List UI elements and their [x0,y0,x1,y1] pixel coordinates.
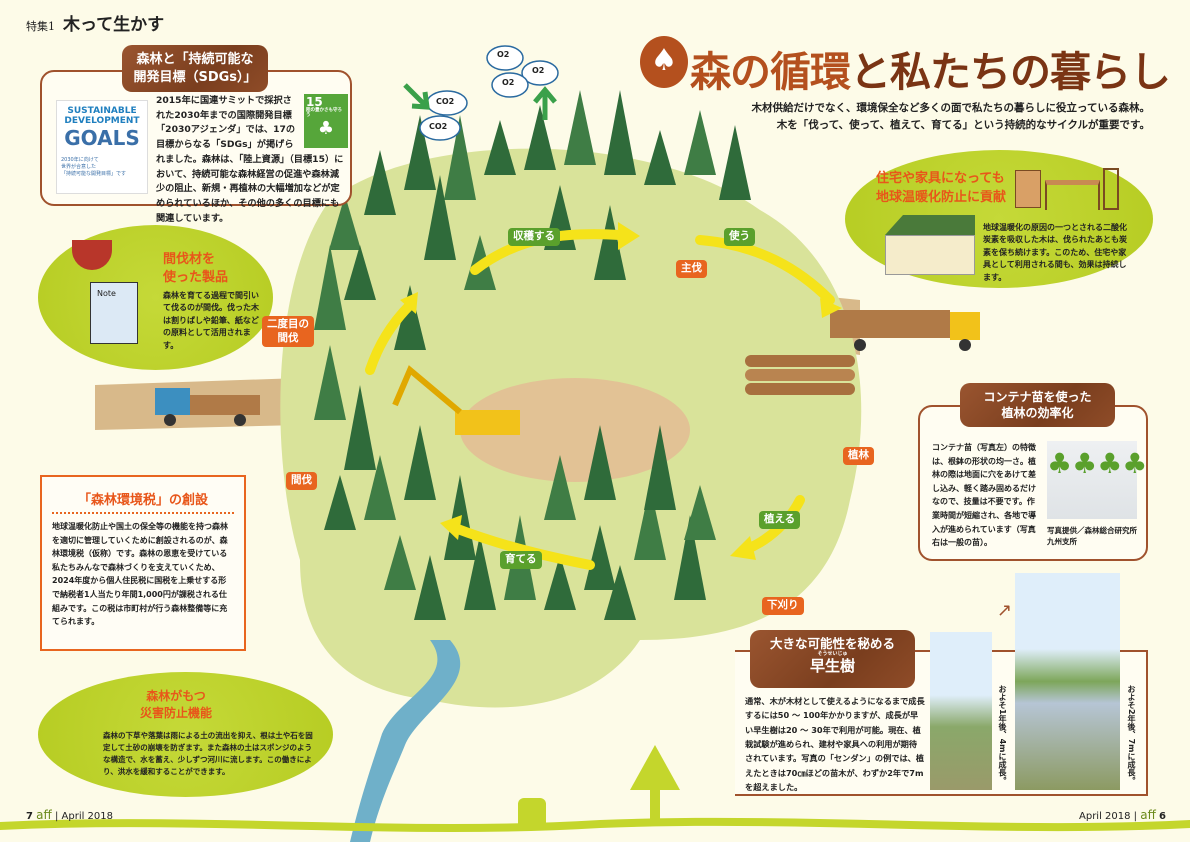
tree [384,535,416,590]
co2-label: CO2 [436,97,455,106]
container-seedling-box: コンテナ苗（写真左）の特徴は、根鉢の形状の均一さ。植林の際は地面に穴をあけて差し… [918,405,1148,561]
tree [344,385,376,470]
co2-arrow-icon [403,83,430,110]
tree [604,90,636,175]
sdgs-title: 森林と「持続可能な開発目標（SDGs）」 [122,45,268,93]
tree-photo-1-year [930,632,992,790]
tree [719,125,751,200]
housing-title: 住宅や家具になっても地球温暖化防止に貢献 [876,171,1007,205]
tree [404,425,436,500]
label-thinning: 間伐 [286,472,317,490]
tree [594,205,626,280]
tree [564,90,596,165]
tree [674,515,706,600]
truck-logs [830,310,950,338]
forest-tax-box: 「森林環境税」の創設 地球温暖化防止や国土の保全等の機能を持つ森林を適切に管理し… [40,475,246,651]
sdg-goal-15-icon: 15 陸の豊かさも守ろう♣ [304,94,348,148]
arrow-heads [400,222,842,560]
o2-arrow-icon [533,86,557,120]
label-plant: 植える [759,511,801,529]
wheel [164,414,176,426]
drawer-icon [1015,170,1041,208]
table-icon [1045,180,1100,210]
wheel [854,339,866,351]
forest-tax-title: 「森林環境税」の創設 [52,489,234,514]
o2-label: O2 [502,78,515,87]
footer-decoration [0,745,1190,832]
label-weeding: 下刈り [762,597,804,615]
label-final-cut: 主伐 [676,260,707,278]
truck-cab [950,312,980,340]
seedling-photo: ♣♣♣♣ [1047,441,1147,519]
tree [329,195,361,250]
tree [644,425,676,510]
tree [444,115,476,200]
o2-label: O2 [497,50,510,59]
sdgs-text-block: 15 陸の豊かさも守ろう♣ 2015年に国連サミットで採択された2030年までの… [156,94,348,226]
tree-photo-2-year [1015,573,1120,790]
house-icon [885,215,975,275]
tree [484,120,516,175]
tree [424,175,456,260]
tree [524,105,556,170]
container-title: コンテナ苗を使った植林の効率化 [960,383,1115,428]
tree [394,285,426,350]
clearing [460,378,690,482]
tree [364,455,396,520]
section-title: 木って生かす [63,15,165,35]
truck-cab-left [155,388,190,415]
wheel [234,414,246,426]
growth-arrow-icon: ↗ [997,600,1013,621]
chair-icon [1103,168,1119,210]
tree [404,115,436,190]
notebook-icon: Note [90,282,138,344]
tree [344,245,376,300]
tree [314,245,346,330]
tree [324,475,356,530]
tree-leaf-icon: ♠ [640,36,688,88]
label-planting: 植林 [843,447,874,465]
label-second-thinning: 二度目の間伐 [262,316,314,348]
gas-bubbles [419,45,559,141]
subtitle: 木材供給だけでなく、環境保全など多くの面で私たちの暮らしに役立っている森林。木を… [751,102,1150,132]
co2-label: CO2 [429,122,448,131]
main-title: 森の循環と私たちの暮らし [690,48,1171,96]
tree [364,150,396,215]
tree [584,425,616,500]
tree [644,130,676,185]
river [350,640,461,842]
tree [634,485,666,560]
thinning-products-title: 間伐材を使った製品 [163,252,229,286]
tree [314,345,346,420]
tree [464,535,496,610]
sdgs-text: 2015年に国連サミットで採択された2030年までの国際開発目標「2030アジェ… [156,95,344,224]
tree [684,485,716,540]
tree [544,455,576,520]
footer-left: 7 aff | April 2018 [26,808,113,822]
o2-label: O2 [532,66,545,75]
tree [604,565,636,620]
wheel [959,339,971,351]
disaster-prevention-blob [38,672,333,797]
label-use: 使う [724,228,755,246]
tree [684,110,716,175]
tree [544,555,576,610]
disaster-title: 森林がもつ災害防止機能 [140,689,213,721]
tree [414,555,446,620]
label-harvest: 収穫する [508,228,560,246]
truck-logs-left [190,395,260,415]
fast-tree-title: 大きな可能性を秘めるそうせいじゅ早生樹 [750,630,915,688]
tree [584,525,616,590]
log-pile [745,355,855,395]
label-grow: 育てる [500,551,542,569]
excavator [392,365,520,435]
footer-right: April 2018 | aff 6 [1079,808,1166,822]
